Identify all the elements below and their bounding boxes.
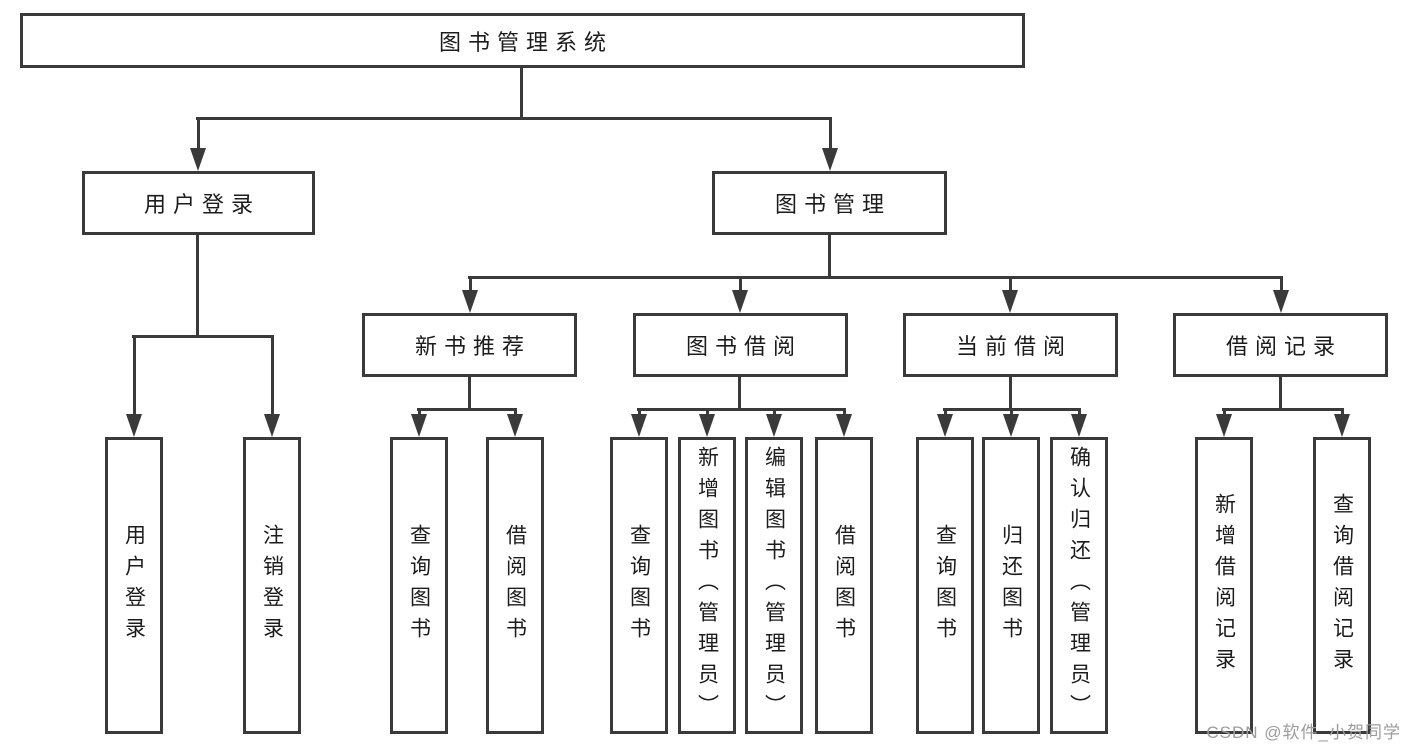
leaf-current-return-books-label: 归还图书 — [999, 523, 1023, 648]
arrow-down-icon — [264, 414, 280, 437]
connector-line — [520, 68, 523, 117]
connector-arrow-shaft — [1279, 279, 1283, 293]
node-user-login-label: 用户登录 — [143, 192, 260, 217]
leaf-records-query-record-label: 查询借阅记录 — [1330, 492, 1354, 679]
leaf-records-query-record: 查询借阅记录 — [1313, 437, 1371, 734]
arrow-down-icon — [1002, 290, 1018, 313]
connector-arrow-shaft — [196, 117, 200, 151]
connector-line — [1009, 377, 1012, 408]
connector-arrow-shaft — [468, 279, 472, 293]
connector-line — [738, 377, 741, 408]
arrow-down-icon — [1334, 414, 1350, 437]
arrow-down-icon — [1071, 414, 1087, 437]
connector-arrow-shaft — [1008, 279, 1012, 293]
arrow-down-icon — [507, 414, 523, 437]
node-book-borrowing: 图书借阅 — [633, 313, 848, 377]
node-new-book-recommend-label: 新书推荐 — [414, 334, 531, 359]
connector-arrow-shaft — [132, 338, 136, 417]
leaf-recommend-borrow-books-label: 借阅图书 — [503, 523, 527, 648]
arrow-down-icon — [732, 290, 748, 313]
connector-arrow-shaft — [828, 117, 832, 151]
leaf-current-return-books: 归还图书 — [982, 437, 1040, 734]
arrow-down-icon — [126, 414, 142, 437]
arrow-down-icon — [411, 414, 427, 437]
arrow-down-icon — [462, 290, 478, 313]
arrow-down-icon — [699, 414, 715, 437]
arrow-down-icon — [836, 414, 852, 437]
leaf-borrowing-edit-books-admin-label: 编辑图书（管理员） — [762, 446, 786, 725]
leaf-recommend-borrow-books: 借阅图书 — [486, 437, 544, 734]
leaf-user-login-label: 用户登录 — [122, 523, 146, 648]
leaf-borrowing-edit-books-admin: 编辑图书（管理员） — [745, 437, 803, 734]
leaf-borrowing-add-books-admin: 新增图书（管理员） — [678, 437, 736, 734]
arrow-down-icon — [937, 414, 953, 437]
node-user-login: 用户登录 — [82, 171, 315, 235]
connector-arrow-shaft — [738, 279, 742, 293]
arrow-down-icon — [1216, 414, 1232, 437]
arrow-down-icon — [1273, 290, 1289, 313]
arrow-down-icon — [822, 148, 838, 171]
connector-line — [828, 235, 831, 276]
leaf-records-add-record-label: 新增借阅记录 — [1212, 492, 1236, 679]
leaf-borrowing-add-books-admin-label: 新增图书（管理员） — [695, 446, 719, 725]
leaf-current-confirm-return-admin-label: 确认归还（管理员） — [1067, 446, 1091, 725]
connector-line — [468, 276, 1283, 279]
leaf-recommend-query-books: 查询图书 — [390, 437, 448, 734]
leaf-logout: 注销登录 — [243, 437, 301, 734]
arrow-down-icon — [190, 148, 206, 171]
node-library-system: 图书管理系统 — [20, 13, 1025, 68]
node-library-system-label: 图书管理系统 — [438, 29, 613, 55]
leaf-borrowing-borrow-books: 借阅图书 — [815, 437, 873, 734]
leaf-logout-label: 注销登录 — [260, 523, 284, 648]
connector-line — [196, 117, 832, 120]
connector-line — [196, 235, 199, 335]
arrow-down-icon — [766, 414, 782, 437]
connector-line — [468, 377, 471, 408]
connector-line — [637, 408, 846, 411]
watermark: CSDN @软件_小贺同学 — [1206, 723, 1401, 742]
node-current-borrowing-label: 当前借阅 — [955, 334, 1072, 359]
connector-line — [132, 335, 274, 338]
node-new-book-recommend: 新书推荐 — [362, 313, 577, 377]
leaf-recommend-query-books-label: 查询图书 — [407, 523, 431, 648]
arrow-down-icon — [1003, 414, 1019, 437]
connector-arrow-shaft — [270, 338, 274, 417]
node-book-management-label: 图书管理 — [774, 192, 891, 217]
node-current-borrowing: 当前借阅 — [903, 313, 1118, 377]
connector-line — [943, 408, 1081, 411]
leaf-current-query-books-label: 查询图书 — [933, 523, 957, 648]
node-borrowing-records: 借阅记录 — [1173, 313, 1388, 377]
arrow-down-icon — [631, 414, 647, 437]
connector-line — [1279, 377, 1282, 408]
node-borrowing-records-label: 借阅记录 — [1225, 334, 1342, 359]
leaf-current-query-books: 查询图书 — [916, 437, 974, 734]
leaf-borrowing-query-books-label: 查询图书 — [627, 523, 651, 648]
leaf-user-login: 用户登录 — [105, 437, 163, 734]
leaf-current-confirm-return-admin: 确认归还（管理员） — [1050, 437, 1108, 734]
leaf-records-add-record: 新增借阅记录 — [1195, 437, 1253, 734]
node-book-management: 图书管理 — [712, 171, 947, 235]
leaf-borrowing-query-books: 查询图书 — [610, 437, 668, 734]
connector-line — [1222, 408, 1344, 411]
node-book-borrowing-label: 图书借阅 — [685, 334, 802, 359]
connector-line — [417, 408, 517, 411]
leaf-borrowing-borrow-books-label: 借阅图书 — [832, 523, 856, 648]
